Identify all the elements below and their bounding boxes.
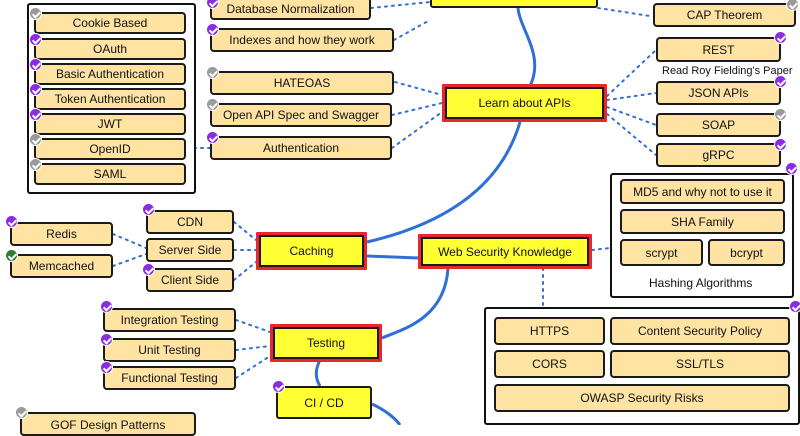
personal-badge-icon [206, 23, 219, 36]
node-web-security-knowledge[interactable]: Web Security Knowledge [418, 234, 592, 269]
personal-badge-icon [774, 31, 787, 44]
node-sha-family[interactable]: SHA Family [620, 209, 785, 234]
node-csp[interactable]: Content Security Policy [610, 317, 790, 345]
node-unit-testing[interactable]: Unit Testing [103, 338, 236, 362]
dotted-authentication [391, 111, 443, 149]
node-cors[interactable]: CORS [494, 350, 605, 378]
node-scrypt[interactable]: scrypt [620, 239, 703, 266]
node-testing[interactable]: Testing [270, 324, 382, 362]
personal-badge-icon [29, 58, 42, 71]
dotted-soap [606, 106, 657, 126]
alternative-badge-icon [29, 158, 42, 171]
alternative-badge-icon [206, 98, 219, 111]
hashing-title: Hashing Algorithms [649, 276, 753, 290]
dotted-cap [597, 7, 651, 17]
personal-badge-icon [272, 380, 285, 393]
path-testing-to-cicd [314, 359, 322, 387]
dotted-db-normalization [370, 1, 431, 9]
dotted-db-indexes [393, 19, 431, 41]
node-rest[interactable]: REST [656, 37, 781, 62]
dotted-unit [235, 345, 271, 351]
node-hateoas[interactable]: HATEOAS [210, 71, 394, 95]
node-saml[interactable]: SAML [34, 163, 186, 185]
dotted-integration [235, 319, 271, 333]
node-ci-cd[interactable]: CI / CD [276, 386, 372, 419]
node-memcached[interactable]: Memcached [10, 254, 113, 278]
alternative-badge-icon [206, 66, 219, 79]
node-client-side[interactable]: Client Side [146, 268, 234, 292]
personal-badge-icon [142, 203, 155, 216]
personal-badge-icon [100, 333, 113, 346]
alternative-badge-icon [15, 406, 28, 419]
node-server-side[interactable]: Server Side [146, 238, 234, 262]
node-openid[interactable]: OpenID [34, 138, 186, 160]
node-basic-authentication[interactable]: Basic Authentication [34, 63, 186, 85]
personal-badge-icon [789, 300, 800, 313]
node-oauth[interactable]: OAuth [34, 38, 186, 60]
node-owasp[interactable]: OWASP Security Risks [494, 384, 790, 412]
done-badge-icon [5, 249, 18, 262]
node-redis[interactable]: Redis [10, 222, 113, 246]
dotted-redis [112, 233, 147, 249]
dotted-hateoas [394, 81, 443, 96]
personal-badge-icon [29, 33, 42, 46]
dotted-hashing [591, 247, 611, 251]
personal-badge-icon [100, 361, 113, 374]
dotted-json [606, 92, 657, 101]
node-grpc[interactable]: gRPC [656, 143, 781, 167]
node-learn-about-apis[interactable]: Learn about APIs [442, 84, 607, 122]
node-top-core[interactable] [430, 0, 598, 8]
dotted-cdn [233, 221, 257, 241]
personal-badge-icon [29, 108, 42, 121]
node-integration-testing[interactable]: Integration Testing [103, 308, 236, 332]
path-top-to-apis [516, 7, 537, 87]
personal-badge-icon [29, 83, 42, 96]
alternative-badge-icon [29, 133, 42, 146]
personal-badge-icon [206, 0, 219, 9]
node-json-apis[interactable]: JSON APIs [656, 81, 781, 105]
node-database-normalization[interactable]: Database Normalization [210, 0, 371, 20]
node-gof-design-patterns[interactable]: GOF Design Patterns [20, 412, 196, 436]
path-apis-to-caching [366, 121, 522, 244]
node-cdn[interactable]: CDN [146, 210, 234, 234]
personal-badge-icon [5, 215, 18, 228]
alternative-badge-icon [29, 7, 42, 20]
rest-caption: Read Roy Fielding's Paper [662, 65, 793, 77]
dotted-functional [235, 355, 271, 379]
path-websec-to-testing [381, 267, 450, 340]
dotted-grpc [606, 113, 657, 156]
alternative-badge-icon [786, 0, 799, 11]
node-ssl-tls[interactable]: SSL/TLS [610, 350, 790, 378]
node-bcrypt[interactable]: bcrypt [708, 239, 785, 266]
node-caching[interactable]: Caching [256, 232, 367, 270]
personal-badge-icon [206, 131, 219, 144]
personal-badge-icon [142, 263, 155, 276]
dotted-memcached [112, 253, 147, 267]
path-caching-to-websec [366, 254, 419, 260]
node-cookie-based[interactable]: Cookie Based [34, 12, 186, 34]
node-soap[interactable]: SOAP [656, 113, 781, 137]
node-cap-theorem[interactable]: CAP Theorem [653, 3, 796, 27]
node-https[interactable]: HTTPS [494, 317, 605, 345]
alternative-badge-icon [774, 108, 787, 121]
dotted-rest [606, 49, 657, 97]
dotted-client [233, 261, 257, 281]
node-indexes[interactable]: Indexes and how they work [210, 28, 394, 52]
dotted-openapi [391, 102, 443, 116]
personal-badge-icon [774, 75, 787, 88]
node-authentication[interactable]: Authentication [210, 136, 392, 160]
node-md5[interactable]: MD5 and why not to use it [620, 179, 785, 204]
connector-layer [112, 1, 657, 425]
personal-badge-icon [774, 138, 787, 151]
node-token-authentication[interactable]: Token Authentication [34, 88, 186, 110]
personal-badge-icon [785, 162, 798, 175]
node-functional-testing[interactable]: Functional Testing [103, 366, 236, 390]
node-openapi[interactable]: Open API Spec and Swagger [210, 103, 392, 127]
node-jwt[interactable]: JWT [34, 113, 186, 135]
path-cicd-down [371, 402, 402, 425]
personal-badge-icon [100, 300, 113, 313]
